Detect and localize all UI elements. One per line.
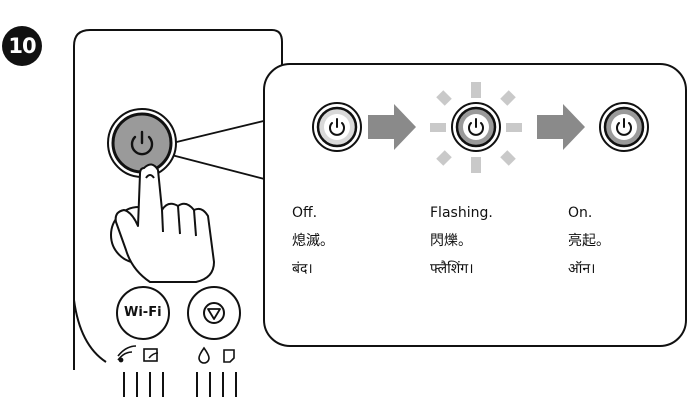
state-flashing-hindi: फ्लैशिंग। [430, 261, 474, 277]
arrow-right [537, 104, 585, 150]
power-icon [468, 118, 484, 136]
stop-button[interactable] [187, 286, 241, 340]
wifi-direct-icon [143, 348, 159, 362]
control-panel-curve [73, 299, 107, 363]
ink-drop-icon [198, 346, 210, 364]
state-off-hindi: बंद। [292, 261, 313, 277]
arrow-right [368, 104, 416, 150]
control-panel-outline [73, 29, 283, 370]
pointing-hand [114, 163, 215, 283]
state-on-chinese: 亮起。 [568, 233, 610, 249]
state-on-hindi: ऑन। [568, 261, 596, 277]
state-off-english: Off. [292, 205, 318, 221]
power-state-on [599, 102, 649, 152]
stop-icon [203, 302, 225, 324]
state-off-chinese: 熄滅。 [292, 233, 334, 249]
wifi-button[interactable] [116, 286, 170, 340]
panel-lead-lines [123, 372, 237, 397]
flash-rays [430, 82, 522, 173]
paper-icon [223, 349, 235, 363]
power-icon [616, 118, 632, 136]
wifi-button-label: Wi-Fi [124, 305, 162, 320]
wifi-icon [117, 345, 137, 363]
state-flashing-english: Flashing. [430, 205, 493, 221]
power-state-flashing [430, 82, 522, 173]
power-icon [130, 130, 154, 156]
state-on-english: On. [568, 205, 593, 221]
step-number-badge: 10 [2, 26, 42, 66]
power-state-off [312, 102, 362, 152]
power-icon [329, 118, 345, 136]
state-flashing-chinese: 閃爍。 [430, 233, 472, 249]
panel-power-button[interactable] [107, 108, 177, 178]
